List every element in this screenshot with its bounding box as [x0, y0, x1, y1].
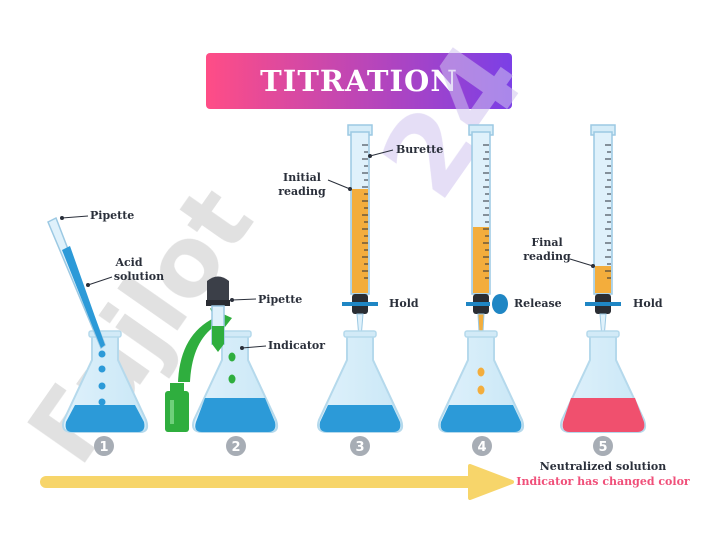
- label-pipette-1: Pipette: [60, 209, 134, 222]
- step-5-badge: 5: [593, 436, 613, 456]
- acid-solution-label-line2: solution: [114, 270, 164, 283]
- pipette-label: Pipette: [90, 209, 134, 222]
- watermark-number: 24: [356, 21, 549, 220]
- hold-label: Hold: [633, 297, 663, 310]
- label-indicator: Indicator: [240, 339, 325, 352]
- step-3-flask: [317, 330, 404, 433]
- titrant-drop: [477, 385, 485, 395]
- dropper-pipette: [206, 276, 236, 384]
- indicator-label: Indicator: [268, 339, 325, 352]
- svg-text:4: 4: [477, 440, 486, 455]
- titrant-liquid: [352, 189, 368, 293]
- final-reading-label-line1: Final: [531, 236, 562, 249]
- svg-text:1: 1: [99, 440, 108, 455]
- svg-text:5: 5: [598, 440, 607, 455]
- watermark-text: Fujlot: [7, 168, 275, 484]
- step-4-flask: [438, 330, 525, 433]
- stopcock-closed: [342, 302, 378, 306]
- label-initial-reading: Initial reading: [278, 171, 352, 198]
- label-final-reading: Final reading: [523, 236, 595, 268]
- label-pipette-2: Pipette: [230, 293, 302, 306]
- hold-label: Hold: [389, 297, 419, 310]
- pipette-label: Pipette: [258, 293, 302, 306]
- label-acid-solution: Acid solution: [86, 256, 164, 287]
- stopcock-open: [492, 294, 508, 314]
- titrant-drop: [477, 367, 485, 377]
- acid-drop: [98, 382, 106, 390]
- pipette-1: [47, 216, 106, 406]
- label-hold-3: Hold: [389, 297, 419, 310]
- step-3-badge: 3: [350, 436, 370, 456]
- acid-liquid: [65, 405, 145, 432]
- burette-label: Burette: [396, 143, 443, 156]
- acid-drop: [98, 350, 106, 358]
- neutralized-liquid: [562, 398, 645, 432]
- indicator-drop: [228, 352, 236, 362]
- label-burette: Burette: [368, 143, 443, 158]
- result-subtext: Indicator has changed color: [516, 475, 690, 488]
- step-2-flask: [192, 330, 279, 433]
- acid-drop: [98, 365, 106, 373]
- titrant-liquid: [595, 266, 611, 293]
- final-reading-label-line2: reading: [523, 250, 571, 263]
- acid-solution-label-line1: Acid: [114, 256, 142, 269]
- svg-text:3: 3: [355, 440, 364, 455]
- initial-reading-label-line1: Initial: [283, 171, 321, 184]
- step-3-burette: [342, 124, 378, 339]
- titrant-liquid: [473, 227, 489, 293]
- step-2-badge: 2: [226, 436, 246, 456]
- release-label: Release: [514, 297, 562, 310]
- page-title: TITRATION: [260, 64, 458, 98]
- title-banner: TITRATION: [206, 53, 512, 109]
- stopcock-closed: [585, 302, 621, 306]
- process-arrow: [40, 464, 514, 500]
- result-text: Neutralized solution: [540, 460, 666, 473]
- step-5-flask: [560, 330, 647, 433]
- label-hold-5: Hold: [633, 297, 663, 310]
- step-4-badge: 4: [472, 436, 492, 456]
- svg-text:2: 2: [231, 440, 240, 455]
- indicator-bottle: [165, 383, 189, 432]
- indicator-drop: [228, 374, 236, 384]
- initial-reading-label-line2: reading: [278, 185, 326, 198]
- step-5-burette: [585, 124, 621, 339]
- label-release: Release: [514, 297, 562, 310]
- step-1-flask: [62, 330, 149, 433]
- acid-drop: [98, 398, 106, 406]
- step-1-badge: 1: [94, 436, 114, 456]
